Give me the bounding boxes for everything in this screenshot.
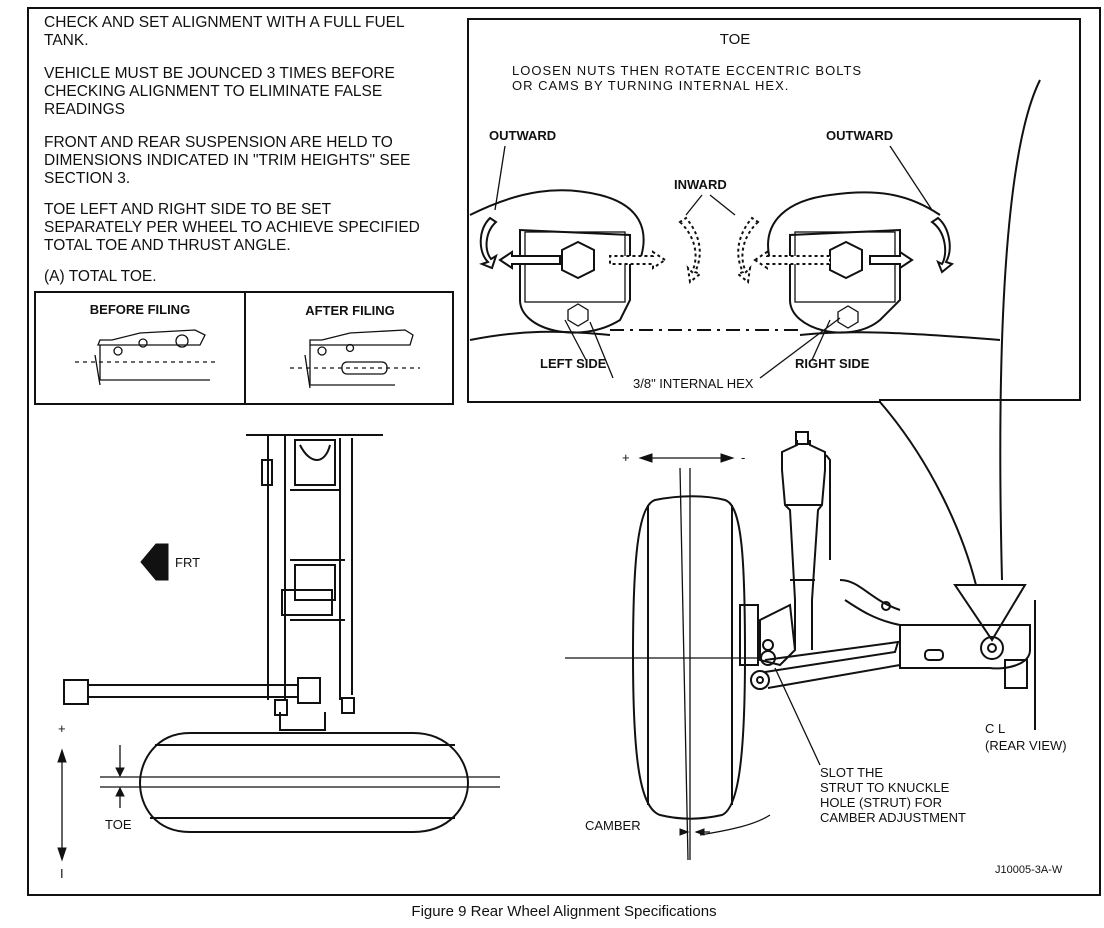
toe-detail-pointer-arrowhead [953, 584, 1027, 642]
toe-instruction-line-1: LOOSEN NUTS THEN ROTATE ECCENTRIC BOLTS [512, 63, 862, 78]
cl-label-line-1: C L [985, 721, 1005, 736]
right-outward-arrow [869, 250, 914, 270]
before-filing-bracket [75, 329, 215, 386]
before-filing-label: BEFORE FILING [90, 302, 190, 317]
toe-dim-label: TOE [105, 817, 132, 832]
after-filing-bracket [290, 329, 420, 389]
left-outward-arrow [498, 250, 561, 270]
inward-right-rotation-arrow [736, 216, 760, 284]
inward-left-rotation-arrow [678, 216, 702, 284]
note-2-line-1: VEHICLE MUST BE JOUNCED 3 TIMES BEFORE [44, 65, 395, 82]
toe-instruction-line-2: OR CAMS BY TURNING INTERNAL HEX. [512, 78, 789, 93]
figure-code: J10005-3A-W [995, 864, 1063, 876]
slot-label-line-2: STRUT TO KNUCKLE [820, 780, 950, 795]
top-view-sign-arrow: + I [57, 721, 67, 881]
top-plus-label: + [58, 721, 66, 736]
outward-right-label: OUTWARD [826, 128, 893, 143]
slot-label-line-3: HOLE (STRUT) FOR [820, 795, 942, 810]
frt-label: FRT [175, 555, 200, 570]
left-side-label: LEFT SIDE [540, 356, 607, 371]
rear-plus-label: + [622, 450, 630, 465]
note-4-line-1: TOE LEFT AND RIGHT SIDE TO BE SET [44, 201, 332, 218]
note-1-line-2: TANK. [44, 32, 89, 49]
note-3-line-2: DIMENSIONS INDICATED IN "TRIM HEIGHTS" S… [44, 152, 410, 169]
note-1-line-1: CHECK AND SET ALIGNMENT WITH A FULL FUEL [44, 14, 405, 31]
toe-panel-frame [467, 18, 1081, 403]
after-filing-label: AFTER FILING [305, 303, 395, 318]
top-view-assembly: TOE + I FRT [57, 434, 500, 881]
note-2-line-3: READINGS [44, 101, 125, 118]
note-3-line-1: FRONT AND REAR SUSPENSION ARE HELD TO [44, 134, 393, 151]
front-direction-indicator: FRT [140, 543, 200, 581]
outward-right-rotation-arrow [930, 216, 955, 274]
tie-rod [63, 679, 299, 705]
top-minus-label: I [60, 866, 64, 881]
toe-panel: TOE LOOSEN NUTS THEN ROTATE ECCENTRIC BO… [467, 18, 1081, 642]
rear-minus-label: - [741, 450, 745, 465]
outward-left-label: OUTWARD [489, 128, 556, 143]
right-knuckle [767, 191, 1001, 341]
rear-view-assembly: + - [565, 431, 1067, 876]
toe-dimension: TOE [105, 745, 132, 832]
note-3-line-3: SECTION 3. [44, 170, 130, 187]
left-knuckle [469, 189, 645, 341]
right-inward-arrow [753, 250, 831, 270]
camber-label: CAMBER [585, 818, 641, 833]
note-4-line-2: SEPARATELY PER WHEEL TO ACHIEVE SPECIFIE… [44, 219, 420, 236]
slot-label-line-4: CAMBER ADJUSTMENT [820, 810, 966, 825]
cl-label-line-2: (REAR VIEW) [985, 738, 1067, 753]
lateral-arm [764, 579, 1036, 730]
knuckle [739, 603, 797, 690]
strut [781, 431, 831, 650]
toe-detail-pointer-arrow [879, 401, 977, 586]
figure-frame [27, 7, 1101, 896]
outward-left-rotation-arrow [479, 216, 498, 270]
toe-title: TOE [720, 31, 751, 48]
slot-label-line-1: SLOT THE [820, 765, 883, 780]
note-4-line-3: TOTAL TOE AND THRUST ANGLE. [44, 237, 291, 254]
alignment-notes: CHECK AND SET ALIGNMENT WITH A FULL FUEL… [44, 14, 420, 285]
right-side-label: RIGHT SIDE [795, 356, 870, 371]
filing-boxes: BEFORE FILING AFTER FILING [34, 291, 454, 405]
inward-label: INWARD [674, 177, 727, 192]
internal-hex-label: 3/8" INTERNAL HEX [633, 376, 754, 391]
note-2-line-2: CHECKING ALIGNMENT TO ELIMINATE FALSE [44, 83, 382, 100]
note-5: (A) TOTAL TOE. [44, 268, 157, 285]
figure-caption: Figure 9 Rear Wheel Alignment Specificat… [411, 903, 716, 920]
left-inward-arrow [609, 250, 667, 270]
top-view-tire [138, 732, 470, 833]
